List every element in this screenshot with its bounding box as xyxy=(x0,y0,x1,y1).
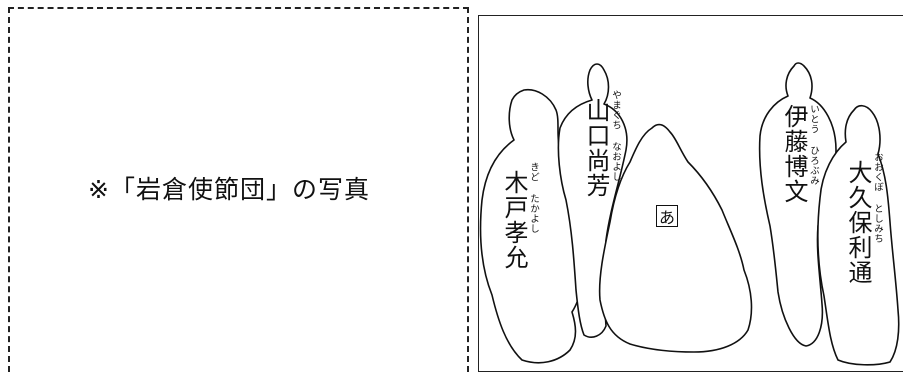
photo-placeholder-box xyxy=(8,7,469,372)
person-a-label-text: あ xyxy=(658,208,675,227)
silhouette-okubo xyxy=(817,104,900,366)
ruby-okubo: おおくぼ としみち xyxy=(872,152,883,244)
label-ito: 伊藤博文 xyxy=(780,104,808,204)
ruby-yamaguchi: やまぐち なおよし xyxy=(610,90,621,182)
label-yamaguchi: 山口尚芳 xyxy=(582,98,610,198)
person-a-label: あ xyxy=(656,205,678,227)
silhouette-yamaguchi xyxy=(557,63,628,338)
silhouette-ito xyxy=(758,62,837,347)
label-okubo: 大久保利通 xyxy=(844,160,872,285)
ruby-ito: いとう ひろぶみ xyxy=(808,104,819,186)
label-kido: 木戸孝允 xyxy=(500,170,528,270)
ruby-kido: きど たかよし xyxy=(528,162,539,234)
photo-caption: ※「岩倉使節団」の写真 xyxy=(88,175,370,204)
silhouette-person-a xyxy=(598,123,753,353)
